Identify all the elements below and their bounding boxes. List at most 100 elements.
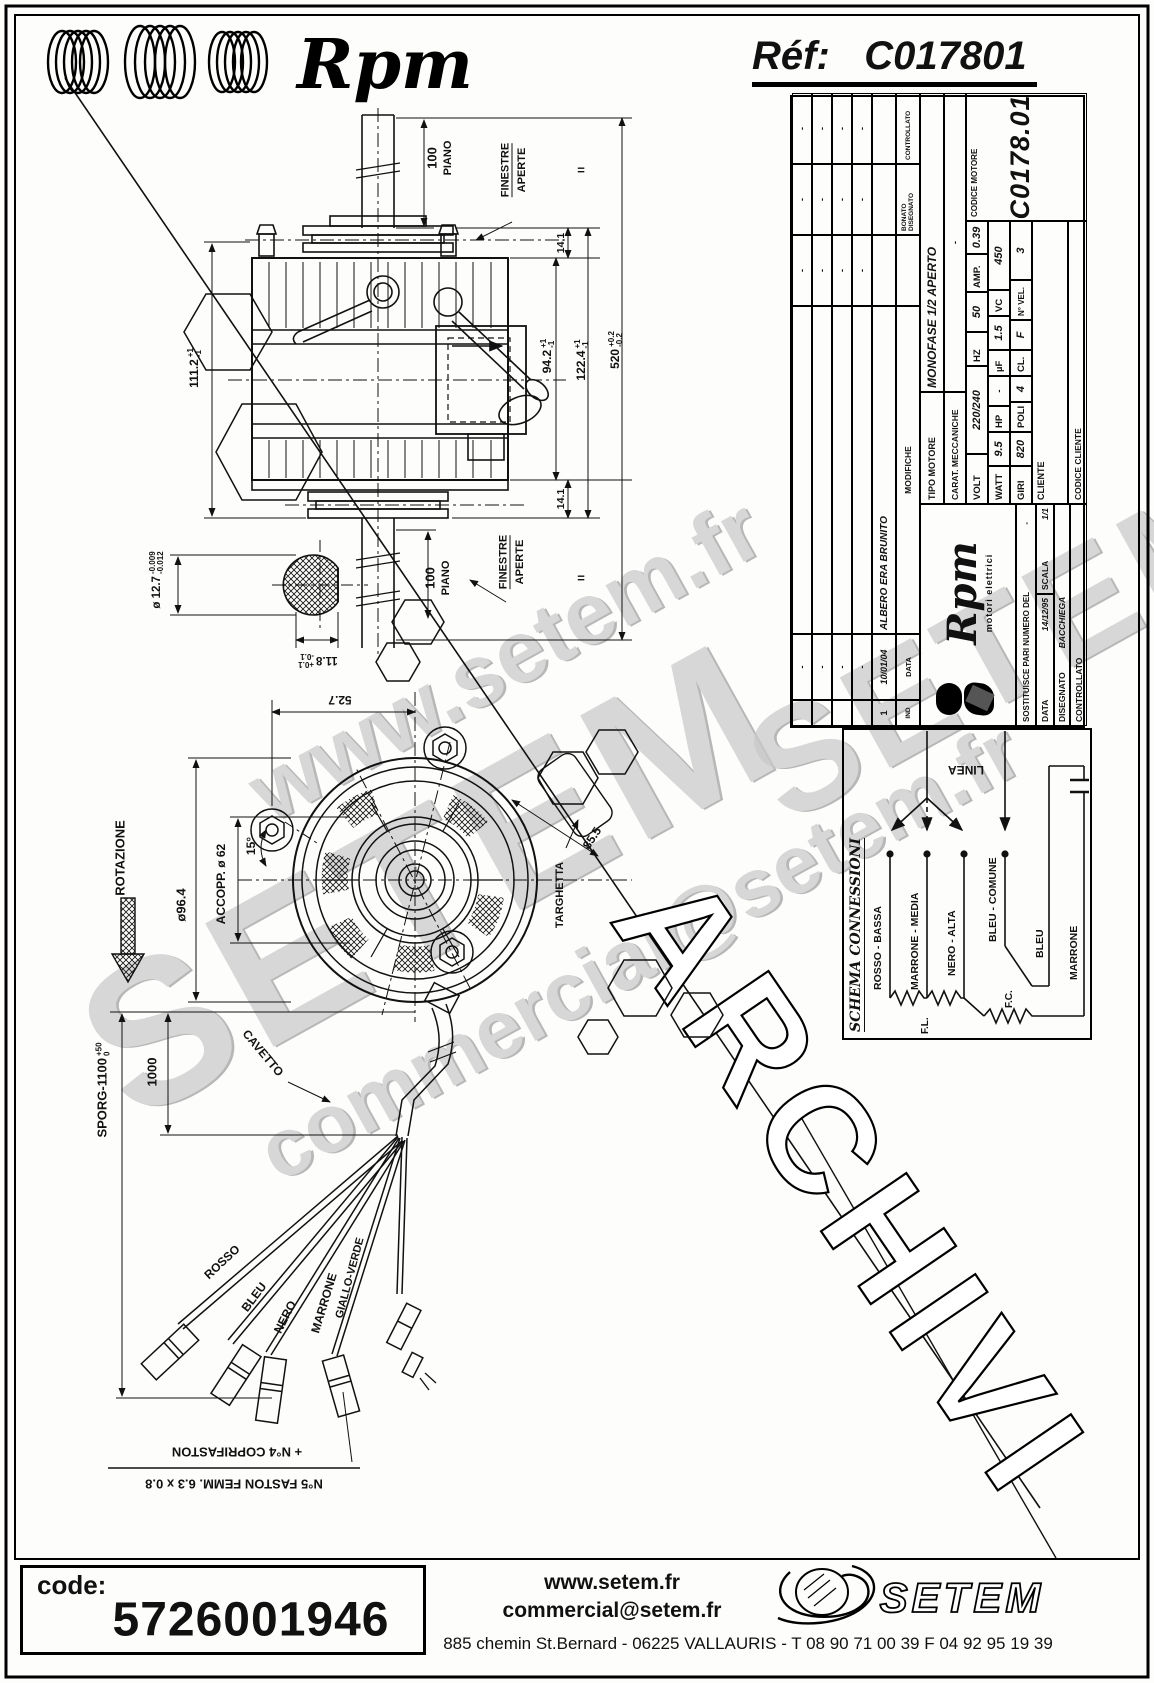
rev-cell: - — [852, 634, 872, 700]
dim-11-8: 11.8+0.1-0.1 — [298, 652, 338, 669]
dim-111-2-value: 111.2 — [187, 359, 202, 388]
targhetta-label: TARGHETTA — [554, 861, 566, 929]
tb-codice-motore: CODICE MOTORE C0178.01 — [966, 93, 1087, 221]
tb-watt-value: 9.5 — [988, 432, 1010, 466]
tb-amp-label: AMP. — [966, 254, 988, 292]
rev1-date: 10/01/04 — [872, 634, 896, 700]
dim-94-2-value: 94.2 — [540, 349, 555, 374]
rev1-b — [872, 235, 896, 306]
dim-piano-bottom: PIANO — [440, 560, 452, 596]
title-block: - - - - - - - - - - - - - - - - 1 10/01/… — [790, 93, 1087, 728]
schema-fc: F.C. — [1004, 990, 1015, 1008]
schema-wire-rosso-bassa: ROSSO - BASSA — [872, 905, 884, 990]
tb-hp-label: HP — [988, 406, 1010, 432]
ref-block: Réf: C017801 — [752, 34, 1037, 87]
tb-volt-label: VOLT — [966, 454, 988, 504]
motor-front-view — [238, 692, 632, 1137]
setem-logo-wordmark: SETEM — [880, 1574, 1045, 1621]
diagonal-line-1 — [64, 77, 1041, 1509]
tb-nvel-value: 3 — [1010, 221, 1032, 280]
dim-piano-top: PIANO — [442, 140, 454, 176]
rev1-d — [872, 164, 896, 235]
schema-wire-nero-alta: NERO - ALTA — [946, 910, 958, 976]
rev-cell — [792, 700, 812, 726]
hdr-blank — [896, 235, 920, 306]
dim-96-4: ø96.4 — [173, 888, 189, 922]
rev-cell: - — [852, 164, 872, 235]
schema-fl: F.L. — [920, 1017, 931, 1034]
tb-hz-label: HZ — [966, 332, 988, 366]
code-label: code: — [37, 1570, 107, 1600]
dim-11-8-plus: +0.1 — [298, 660, 315, 669]
tb-vc-value: 450 — [988, 221, 1010, 290]
tb-amp-value: 0.39 — [966, 221, 988, 254]
note-faston: N°5 FASTON FEMM. 6.3 x 0.8 — [145, 1476, 323, 1492]
rev-cell: - — [792, 164, 812, 235]
schema-circuit — [886, 731, 1089, 1026]
note-coprifaston: + N°4 COPRIFASTON — [171, 1444, 303, 1460]
dim-100-bottom: 100 — [422, 567, 438, 589]
finestre-top-2: APERTE — [516, 147, 528, 193]
tb-hz-value: 50 — [966, 292, 988, 332]
rev-cell — [792, 306, 812, 634]
ref-value: C017801 — [864, 34, 1027, 78]
dim-520-minus: -0.2 — [615, 333, 624, 347]
rev-cell — [832, 700, 852, 726]
tb-cl-label: CL. — [1010, 350, 1032, 376]
footer-site: www.setem.fr — [544, 1571, 680, 1594]
tb-tipo-label: TIPO MOTORE — [920, 392, 944, 504]
diagonal-line-2 — [797, 1111, 1057, 1559]
shaft-section-detail — [170, 540, 368, 648]
dim-94-2-minus: -1 — [547, 340, 556, 348]
schema-connessioni-box: SCHEMA CONNESSIONI LINEA ROSSO - BASSA M… — [842, 728, 1092, 1040]
tb-vc-label: VC — [988, 290, 1010, 316]
rev-cell: - — [812, 235, 832, 306]
code-value: 5726001946 — [112, 1593, 390, 1647]
dim-14-1-top: 14.1 — [555, 232, 567, 254]
rev-cell: - — [832, 164, 852, 235]
dim-122-4-minus: -1 — [581, 341, 590, 349]
dim-122-4: 122.4+1-1 — [573, 339, 590, 380]
dim-94-2: 94.2+1-1 — [539, 339, 556, 374]
rev-cell: - — [812, 93, 832, 164]
dim-111-2: 111.2+1-1 — [186, 348, 203, 388]
tb-watt-label: WATT — [988, 466, 1010, 504]
code-box: code: 5726001946 — [20, 1565, 426, 1655]
tb-tipo-value: MONOFASE 1/2 APERTO — [920, 93, 944, 392]
rev1-c — [872, 93, 896, 164]
rev-cell: - — [852, 93, 872, 164]
hdr-ind: IND — [896, 700, 920, 726]
hdr-modifiche: MODIFICHE — [896, 306, 920, 634]
setem-logo — [777, 1564, 876, 1625]
finestre-bottom-2: APERTE — [514, 539, 526, 585]
dim-100-top: 100 — [424, 147, 440, 169]
tb-giri-value: 820 — [1010, 432, 1032, 466]
footer-email: commercial@setem.fr — [502, 1599, 722, 1622]
dim-1000: 1000 — [144, 1057, 160, 1087]
rev-cell: - — [852, 235, 872, 306]
tb-logo-tagline: motori elettrici — [984, 553, 994, 633]
motor-side-view — [183, 108, 724, 1055]
hdr-controllato: CONTROLLATO — [896, 93, 920, 164]
dim-shaft-dia: ø 12.7-0.009-0.012 — [148, 551, 165, 608]
tb-cl-value: F — [1010, 320, 1032, 350]
faston-connectors — [140, 1302, 437, 1425]
rev-cell: - — [812, 164, 832, 235]
rev1-desc: ALBERO ERA BRUNITO — [872, 306, 896, 634]
inner-border — [14, 14, 1140, 1560]
rev-cell: - — [832, 634, 852, 700]
outer-border — [4, 4, 1150, 1679]
tb-uf-label: µF — [988, 350, 1010, 376]
tb-sostituisce: SOSTITUISCE PARI NUMERO DEL- — [1016, 504, 1036, 726]
dim-15deg: 15° — [244, 836, 258, 856]
rev-cell: - — [832, 235, 852, 306]
tb-uf-value: 1.5 — [988, 316, 1010, 350]
dim-52-7: 52.7 — [328, 693, 352, 707]
tb-codice-cliente: CODICE CLIENTE — [1068, 221, 1087, 504]
rev1-ind: 1 — [872, 700, 896, 726]
schema-title: SCHEMA CONNESSIONI — [848, 838, 865, 1032]
